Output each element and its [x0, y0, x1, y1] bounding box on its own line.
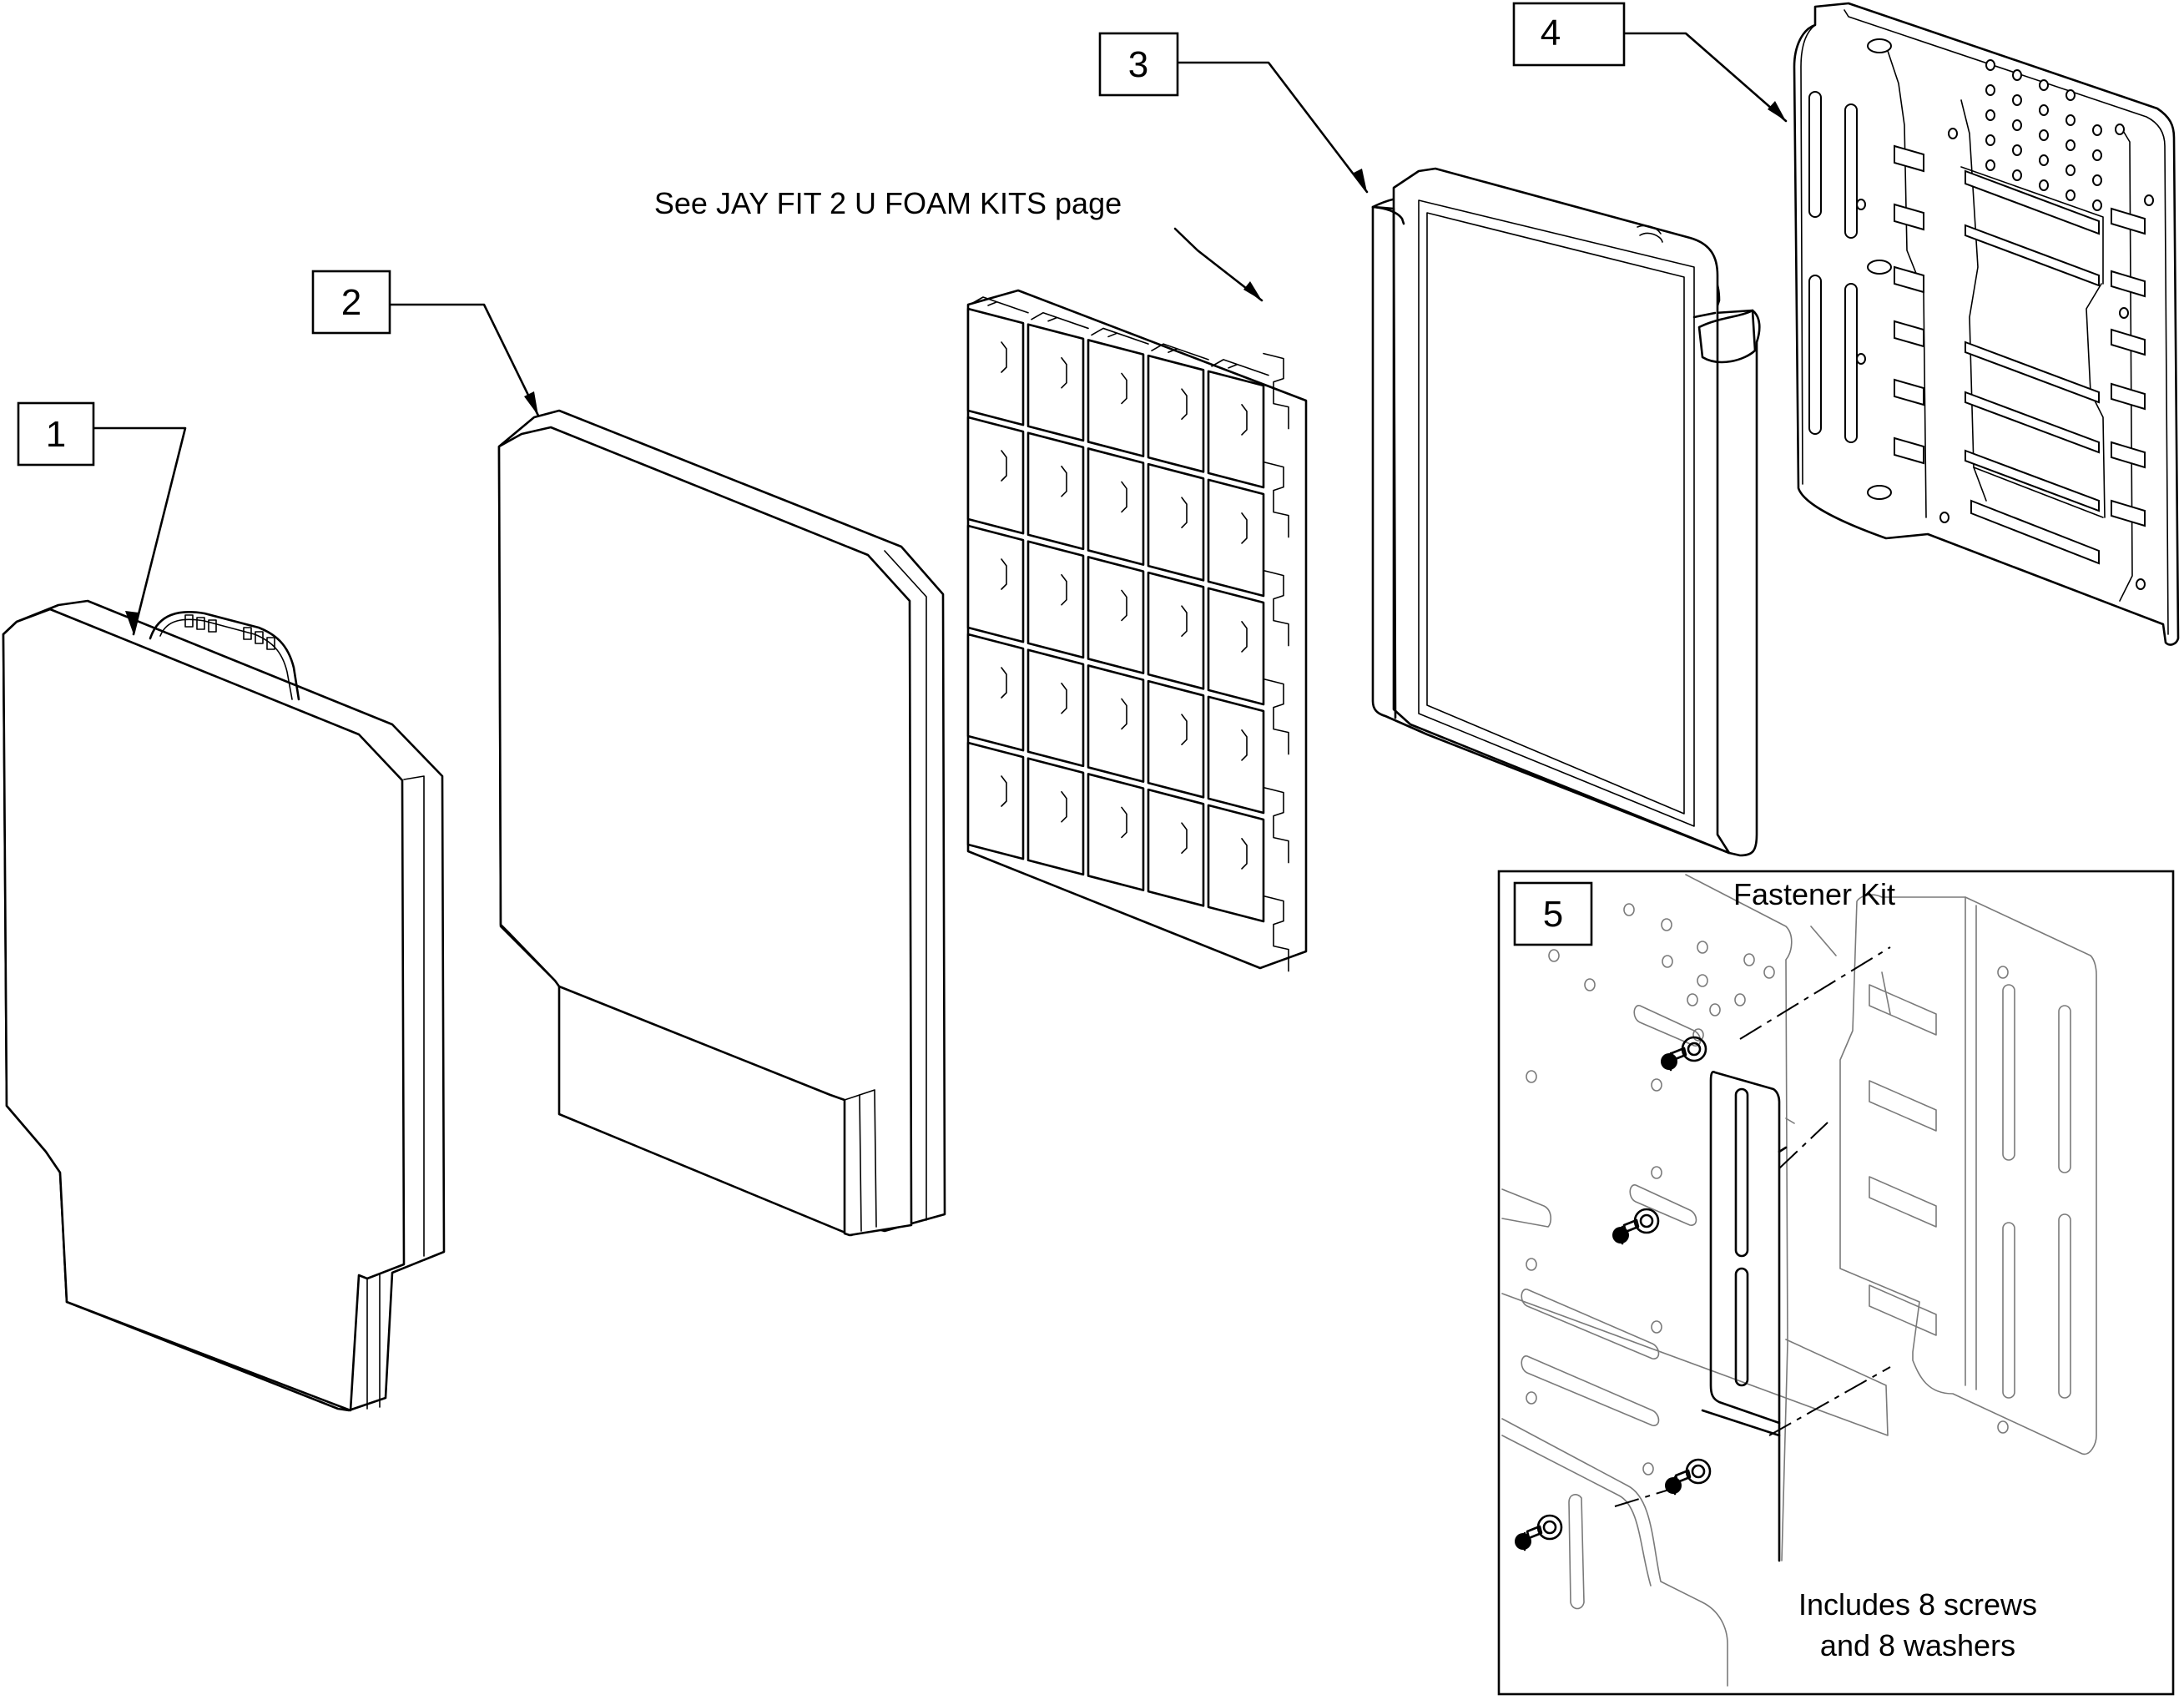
foam-block — [1026, 540, 1085, 659]
foam-block — [1207, 587, 1265, 706]
shell-hole — [2012, 119, 2022, 131]
foam-block — [1147, 354, 1205, 473]
shell-hole — [2039, 104, 2049, 116]
foam-block — [1207, 478, 1265, 598]
svg-text:1: 1 — [46, 414, 66, 455]
shell-hole — [2065, 139, 2076, 151]
includes-line-2: and 8 washers — [1820, 1628, 2015, 1662]
shell-hole — [2144, 194, 2154, 206]
foam-block — [966, 307, 1025, 426]
foam-block — [1147, 571, 1205, 690]
shell-hole — [2119, 307, 2129, 319]
shell-hole — [2039, 129, 2049, 141]
screw-washer — [1612, 1208, 1660, 1245]
shell-hole — [2012, 169, 2022, 181]
shell-hole — [2012, 69, 2022, 81]
part-4-back-shell — [1793, 2, 2180, 646]
foam-block — [1147, 788, 1205, 907]
foam-kit-blocks — [966, 289, 1308, 972]
callout-1: 1 — [17, 401, 95, 467]
shell-hole — [2039, 179, 2049, 191]
foam-block — [1207, 804, 1265, 923]
shell-hole — [2092, 124, 2102, 136]
svg-text:5: 5 — [1543, 894, 1563, 935]
shell-hole — [2012, 94, 2022, 106]
svg-text:3: 3 — [1128, 44, 1148, 85]
foam-block — [966, 633, 1025, 752]
foam-block — [966, 741, 1025, 860]
foam-block — [966, 416, 1025, 535]
svg-text:2: 2 — [341, 282, 361, 323]
shell-hole — [1939, 512, 1949, 523]
foam-block — [1087, 556, 1145, 674]
foam-block — [1087, 664, 1145, 783]
inset-frame — [1497, 870, 2175, 1696]
shell-hole — [2065, 114, 2076, 126]
shell-hole — [1985, 84, 1995, 96]
foam-block — [1207, 695, 1265, 815]
shell-hole — [1856, 199, 1866, 210]
shell-hole — [2012, 144, 2022, 156]
foam-block — [1087, 447, 1145, 566]
shell-hole — [2115, 124, 2125, 135]
fastener-kit-label: Fastener Kit — [1733, 877, 1895, 911]
callout-4: 4 — [1512, 2, 1626, 67]
shell-hole — [1985, 159, 1995, 171]
foam-block — [1026, 431, 1085, 551]
foam-block — [1087, 339, 1145, 457]
foam-block — [1147, 462, 1205, 582]
foam-block — [1026, 757, 1085, 876]
shell-hole — [2039, 79, 2049, 91]
part-1-back-cover — [2, 599, 446, 1412]
foam-kits-note: See JAY FIT 2 U FOAM KITS page — [654, 186, 1122, 220]
shell-hole — [2065, 89, 2076, 101]
shell-hole — [1985, 59, 1995, 71]
includes-line-1: Includes 8 screws — [1798, 1587, 2037, 1622]
foam-block — [1087, 773, 1145, 891]
shell-hole — [2065, 189, 2076, 201]
foam-block — [1026, 323, 1085, 442]
shell-hole — [2092, 174, 2102, 186]
shell-hole — [2092, 149, 2102, 161]
handle-strap — [149, 611, 300, 701]
part-3-cushion-frame — [1371, 167, 1761, 857]
foam-block — [1026, 648, 1085, 768]
callout-3: 3 — [1098, 32, 1179, 97]
part-5-fastener-inset — [1497, 870, 2175, 1696]
shell-hole — [2136, 578, 2146, 590]
shell-hole — [1985, 134, 1995, 146]
shell-hole — [2065, 164, 2076, 176]
leader-lines — [93, 32, 1788, 636]
screw-washer — [1665, 1458, 1712, 1496]
callout-5: 5 — [1513, 881, 1593, 946]
screw-washer — [1515, 1514, 1563, 1551]
shell-hole — [2092, 199, 2102, 211]
svg-text:4: 4 — [1541, 13, 1561, 53]
foam-block — [1147, 679, 1205, 799]
shell-hole — [1856, 353, 1866, 365]
shell-hole — [1985, 109, 1995, 121]
callout-2: 2 — [311, 270, 391, 335]
part-2-foam-panel — [497, 409, 946, 1237]
shell-hole — [2039, 154, 2049, 166]
foam-block — [1207, 370, 1265, 489]
shell-hole — [1948, 128, 1958, 139]
screw-washer — [1661, 1036, 1707, 1072]
foam-block — [966, 524, 1025, 643]
